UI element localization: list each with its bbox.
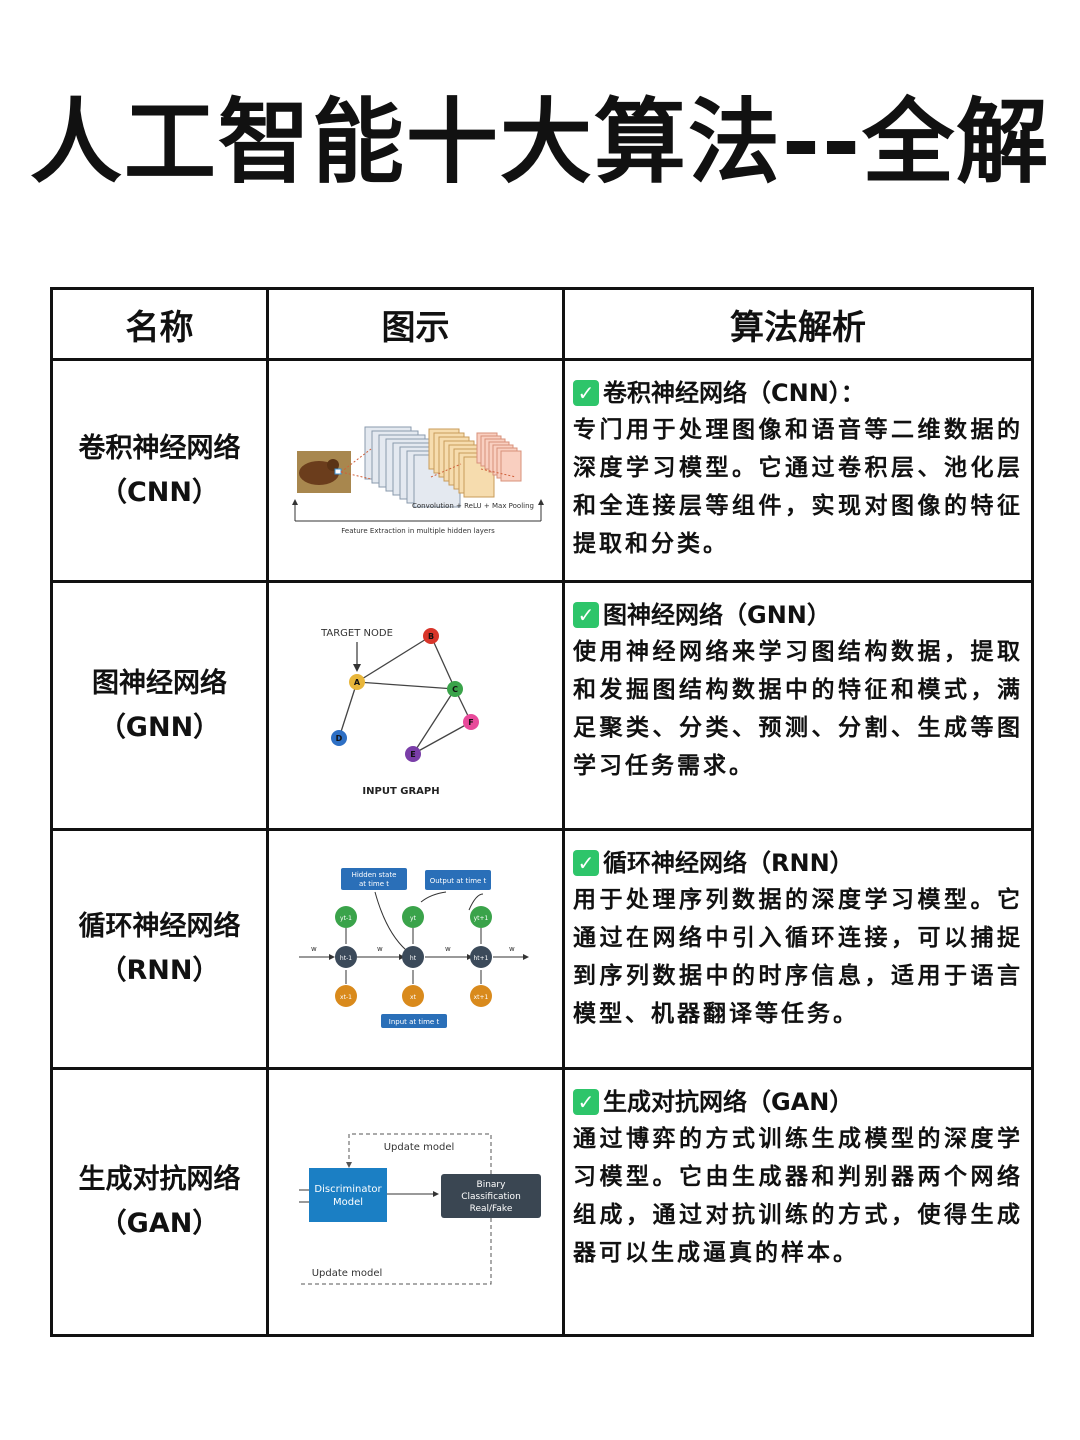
name-abbr: （CNN） (99, 476, 219, 508)
rnn-x-cur: xt (410, 994, 417, 1001)
gan-binary-label: Binary (476, 1180, 506, 1190)
desc-title: 循环神经网络（RNN） (603, 849, 854, 877)
check-icon: ✓ (573, 380, 599, 406)
rnn-hidden-label-2: at time t (358, 880, 388, 888)
name-abbr: （GNN） (98, 711, 221, 743)
algorithm-table: 名称 图示 算法解析 卷积神经网络 （CNN） (50, 287, 1034, 1337)
graph-node-label: C (452, 685, 458, 694)
row-description: ✓ 循环神经网络（RNN） 用于处理序列数据的深度学习模型。它通过在网络中引入循… (562, 828, 1034, 1070)
graph-node-b (422, 627, 439, 644)
name-line: 卷积神经网络 (78, 432, 241, 464)
header-analysis: 算法解析 (562, 287, 1034, 361)
rnn-hidden-label: Hidden state (351, 871, 396, 879)
cnn-diagram-svg: Convolution + ReLU + Max Pooling Feature… (291, 426, 544, 535)
rnn-x-next: xt+1 (473, 994, 488, 1001)
desc-title: 卷积神经网络（CNN）： (603, 379, 865, 407)
table-header-row: 名称 图示 算法解析 (50, 287, 1034, 361)
row-description: ✓ 图神经网络（GNN） 使用神经网络来学习图结构数据，提取和发掘图结构数据中的… (562, 580, 1034, 831)
name-line: 图神经网络 (92, 667, 227, 699)
rnn-weight-label: w (311, 945, 317, 953)
header-diagram: 图示 (266, 287, 565, 361)
gnn-diagram: TARGET NODE A B C D E F INPUT GRAPH (266, 580, 565, 831)
header-name: 名称 (50, 287, 269, 361)
rnn-input-label: Input at time t (388, 1018, 439, 1026)
graph-node-f (462, 713, 479, 730)
row-description: ✓ 卷积神经网络（CNN）： 专门用于处理图像和语音等二维数据的深度学习模型。它… (562, 358, 1034, 583)
cnn-feature-label: Feature Extraction in multiple hidden la… (341, 527, 495, 535)
name-abbr: （RNN） (99, 955, 220, 986)
row-name: 循环神经网络 （RNN） (50, 828, 269, 1070)
gan-update-top: Update model (383, 1142, 454, 1153)
rnn-y-next: yt+1 (473, 915, 488, 922)
gan-diagram-svg: Update model Update model Discriminator … (298, 1133, 541, 1285)
graph-node-d (330, 729, 347, 746)
gan-binary-label-3: Real/Fake (469, 1204, 512, 1214)
rnn-weight-label: w (445, 945, 451, 953)
gnn-caption: INPUT GRAPH (362, 786, 439, 797)
table-row: 循环神经网络 （RNN） Hidden state at time t Outp… (50, 828, 1034, 1070)
desc-body: 专门用于处理图像和语音等二维数据的深度学习模型。它通过卷积层、池化层和全连接层等… (573, 417, 1023, 557)
cnn-layer-label: Convolution + ReLU + Max Pooling (412, 502, 534, 510)
check-icon: ✓ (573, 602, 599, 628)
rnn-weight-label: w (377, 945, 383, 953)
feature-map (500, 450, 521, 481)
name-line: 生成对抗网络 (78, 1164, 241, 1195)
rnn-h-prev: ht-1 (339, 955, 351, 962)
graph-node-label: E (410, 750, 415, 759)
gan-binary-label-2: Classification (461, 1192, 521, 1202)
desc-body: 通过博弈的方式训练生成模型的深度学习模型。它由生成器和判别器两个网络组成，通过对… (573, 1126, 1023, 1266)
table-row: 卷积神经网络 （CNN） (50, 358, 1034, 583)
cnn-diagram: Convolution + ReLU + Max Pooling Feature… (266, 358, 565, 583)
gnn-diagram-svg: TARGET NODE A B C D E F INPUT GRAPH (320, 627, 479, 797)
rnn-output-label: Output at time t (429, 877, 486, 885)
row-name: 卷积神经网络 （CNN） (50, 358, 269, 583)
graph-node-label: F (468, 718, 473, 727)
row-name: 图神经网络 （GNN） (50, 580, 269, 831)
graph-node-e (404, 745, 421, 762)
gan-diagram: Update model Update model Discriminator … (266, 1067, 565, 1337)
gan-disc-label-2: Model (332, 1197, 362, 1208)
check-icon: ✓ (573, 1089, 599, 1115)
desc-title: 生成对抗网络（GAN） (603, 1088, 854, 1116)
graph-node-c (446, 680, 463, 697)
row-name: 生成对抗网络 （GAN） (50, 1067, 269, 1337)
name-line: 循环神经网络 (78, 911, 241, 942)
rnn-weight-label: w (509, 945, 515, 953)
name-abbr: （GAN） (99, 1208, 220, 1239)
rnn-y-cur: yt (410, 915, 417, 922)
rnn-diagram-svg: Hidden state at time t Output at time t (298, 868, 529, 1028)
graph-node-a (348, 673, 365, 690)
rnn-h-next: ht+1 (473, 955, 488, 962)
gnn-target-label: TARGET NODE (320, 628, 393, 639)
desc-body: 用于处理序列数据的深度学习模型。它通过在网络中引入循环连接，可以捕捉到序列数据中… (573, 887, 1023, 1027)
graph-node-label: D (335, 734, 342, 743)
desc-body: 使用神经网络来学习图结构数据，提取和发掘图结构数据中的特征和模式，满足聚类、分类… (573, 639, 1023, 779)
page-title: 人工智能十大算法--全解 (29, 89, 1051, 196)
desc-title: 图神经网络（GNN） (603, 601, 831, 629)
row-description: ✓ 生成对抗网络（GAN） 通过博弈的方式训练生成模型的深度学习模型。它由生成器… (562, 1067, 1034, 1337)
graph-node-label: B (427, 632, 433, 641)
gan-update-bottom: Update model (311, 1268, 382, 1279)
rnn-h-cur: ht (409, 955, 416, 962)
table-row: 生成对抗网络 （GAN） Update model Update model D… (50, 1067, 1034, 1337)
rnn-y-prev: yt-1 (340, 915, 352, 922)
gan-disc-label: Discriminator (314, 1184, 382, 1195)
rnn-diagram: Hidden state at time t Output at time t (266, 828, 565, 1070)
graph-node-label: A (353, 678, 360, 687)
check-icon: ✓ (573, 850, 599, 876)
rnn-x-prev: xt-1 (340, 994, 352, 1001)
